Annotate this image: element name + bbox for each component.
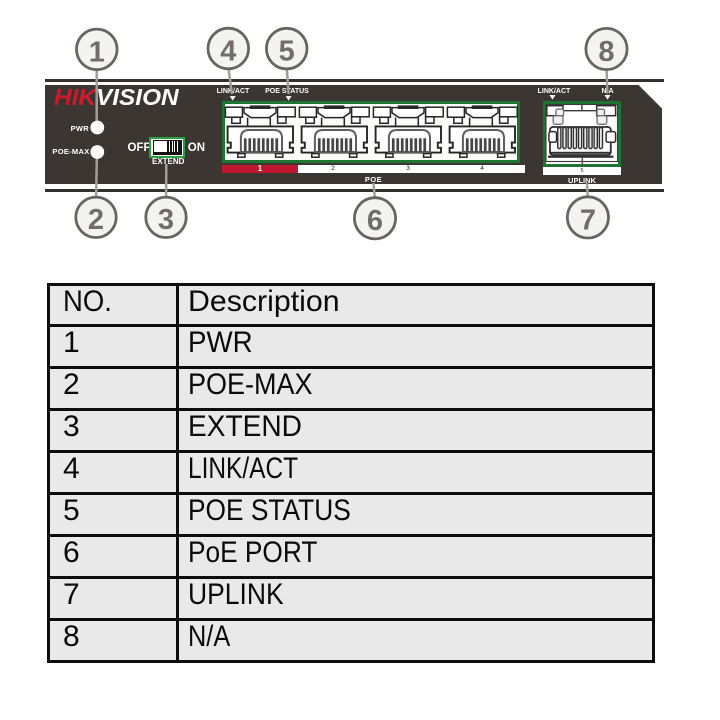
svg-text:4: 4 [220, 35, 236, 67]
svg-text:8: 8 [598, 36, 614, 68]
svg-text:2: 2 [88, 204, 104, 236]
svg-text:1: 1 [89, 36, 105, 68]
svg-text:7: 7 [580, 204, 596, 236]
svg-text:6: 6 [367, 205, 383, 237]
svg-text:5: 5 [279, 36, 295, 68]
svg-text:3: 3 [158, 204, 174, 236]
